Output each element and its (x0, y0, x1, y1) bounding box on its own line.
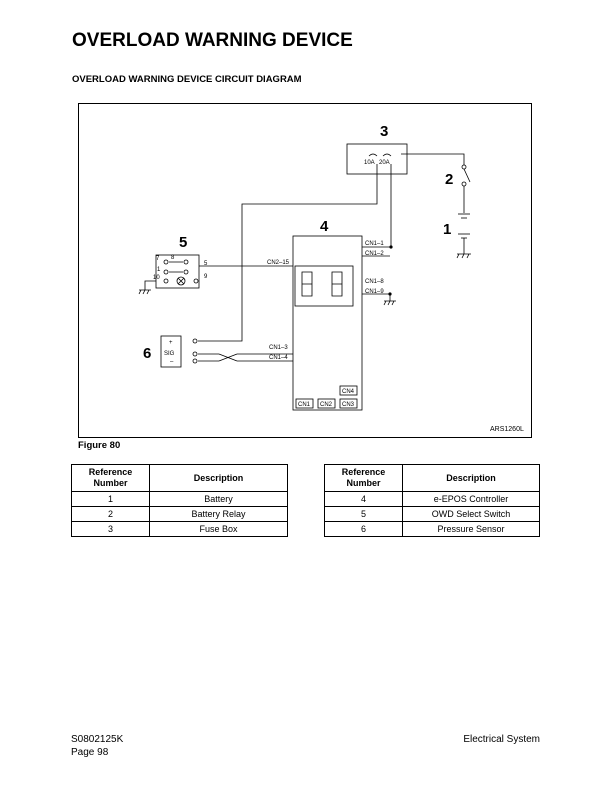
owd-switch-lamp-cross (177, 277, 185, 285)
cell-desc: Battery (149, 491, 288, 507)
switch-pin-8-label: 8 (171, 255, 175, 261)
table-row: 1 Battery (71, 491, 288, 507)
cn1-9-label: CN1–9 (365, 289, 384, 295)
owd-switch-contacts (169, 261, 183, 273)
cn1-4-label: CN1–4 (269, 355, 288, 361)
owd-switch-outline (155, 254, 200, 289)
switch-ground-icon (138, 289, 151, 295)
cell-ref: 5 (324, 506, 403, 522)
reference-table-left: Reference Number Description 1 Battery 2… (71, 464, 288, 537)
callout-2: 2 (445, 171, 453, 188)
sensor-sig-label: SIG (164, 351, 175, 357)
callout-3: 3 (380, 123, 388, 140)
connector-cn1-box (295, 398, 314, 409)
cell-desc: Battery Relay (149, 506, 288, 522)
switch-pin-1-label: 1 (157, 267, 161, 273)
header-reference-number: Reference Number (324, 464, 403, 492)
callout-1: 1 (443, 221, 451, 238)
table-row: 4 e-EPOS Controller (324, 491, 540, 507)
header-reference-number: Reference Number (71, 464, 150, 492)
switch-pin-5-label: 5 (204, 261, 208, 267)
fuse-10a-label: 10A (364, 160, 375, 166)
sensor-pin-plus (192, 338, 198, 344)
cn2-label: CN2 (320, 402, 333, 408)
switch-pin-7-label: 7 (156, 256, 160, 262)
cn1-2-label: CN1–2 (365, 251, 384, 257)
controller-ground-icon (383, 300, 396, 306)
switch-pin-9-label: 9 (204, 274, 208, 280)
footer-section-name: Electrical System (463, 734, 540, 745)
cell-ref: 2 (71, 506, 150, 522)
callout-6: 6 (143, 345, 151, 362)
page-title: OVERLOAD WARNING DEVICE (72, 30, 353, 51)
cn4-label: CN4 (342, 389, 355, 395)
cn1-8-label: CN1–8 (365, 279, 384, 285)
junction-dot (389, 245, 393, 249)
figure-caption: Figure 80 (78, 440, 121, 451)
sensor-pin-sig (192, 351, 198, 357)
callout-5: 5 (179, 234, 187, 251)
reference-table-right: Reference Number Description 4 e-EPOS Co… (324, 464, 540, 537)
cn1-1-label: CN1–1 (365, 241, 384, 247)
cell-ref: 1 (71, 491, 150, 507)
figure-code: ARS1260L (490, 426, 524, 433)
table-row: 2 Battery Relay (71, 506, 288, 522)
owd-switch-lamp-icon (176, 276, 186, 286)
controller-outline (292, 235, 363, 411)
junction-dot-ground (388, 292, 392, 296)
switch-pin-10 (163, 278, 169, 284)
cn1-3-label: CN1–3 (269, 345, 288, 351)
wire-fuse-sensor-plus (198, 164, 378, 342)
cn2-15-label: CN2–15 (267, 260, 290, 266)
relay-terminal-bottom (461, 181, 467, 187)
switch-pin-7 (163, 259, 169, 265)
seven-segment-display (301, 271, 343, 297)
footer-doc-number: S0802125K (71, 734, 124, 745)
circuit-diagram-svg: 3 2 1 4 5 6 10A 20A 7 8 1 10 5 9 + SIG –… (138, 123, 524, 433)
header-description: Description (402, 464, 540, 492)
twisted-pair (218, 353, 238, 362)
switch-pin-10-label: 10 (153, 275, 160, 281)
wire-fuse-cn1 (362, 164, 392, 248)
cell-ref: 6 (324, 521, 403, 537)
callout-4: 4 (320, 218, 329, 235)
table-row: 5 OWD Select Switch (324, 506, 540, 522)
header-description: Description (149, 464, 288, 492)
cn3-label: CN3 (342, 402, 355, 408)
cn1-label: CN1 (298, 402, 311, 408)
switch-pin-9 (193, 278, 199, 284)
diagram-heading: OVERLOAD WARNING DEVICE CIRCUIT DIAGRAM (72, 74, 302, 85)
relay-contact (463, 168, 471, 183)
fuse-10a-symbol (368, 153, 378, 157)
sensor-plus-label: + (169, 340, 173, 346)
connector-cn4-box (339, 385, 358, 396)
cell-ref: 3 (71, 521, 150, 537)
table-row: 3 Fuse Box (71, 521, 288, 537)
cell-desc: e-EPOS Controller (402, 491, 540, 507)
sensor-minus-label: – (170, 359, 174, 365)
table-row: 6 Pressure Sensor (324, 521, 540, 537)
connector-cn3-box (339, 398, 358, 409)
wire-switch-ground (144, 280, 156, 290)
switch-pin-8 (183, 259, 189, 265)
fuse-20a-symbol (382, 153, 392, 157)
switch-pin-1 (163, 269, 169, 275)
table-header-row: Reference Number Description (71, 464, 288, 492)
wire-fuse-relay (401, 153, 465, 169)
sensor-pin-minus (192, 358, 198, 364)
fuse-20a-label: 20A (379, 160, 390, 166)
switch-pin-5 (183, 269, 189, 275)
circuit-diagram: 3 2 1 4 5 6 10A 20A 7 8 1 10 5 9 + SIG –… (78, 103, 532, 438)
pressure-sensor-outline (160, 335, 182, 368)
table-header-row: Reference Number Description (324, 464, 540, 492)
relay-terminal-top (461, 164, 467, 170)
display-window (294, 265, 354, 307)
cell-desc: Fuse Box (149, 521, 288, 537)
battery-ground-icon (456, 253, 471, 259)
footer-page-number: Page 98 (71, 747, 109, 758)
cell-desc: OWD Select Switch (402, 506, 540, 522)
cell-ref: 4 (324, 491, 403, 507)
cell-desc: Pressure Sensor (402, 521, 540, 537)
connector-cn2-box (317, 398, 336, 409)
